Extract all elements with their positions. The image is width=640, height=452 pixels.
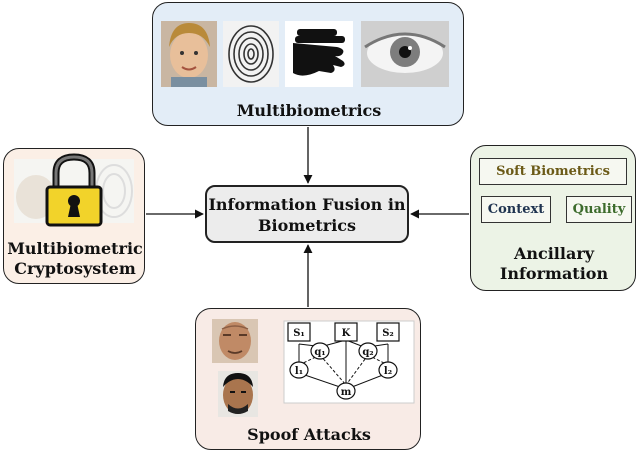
node-s1-label: S₁ — [293, 328, 305, 339]
node-l1 — [289, 361, 309, 379]
cryptosystem-box: Multibiometric Cryptosystem — [3, 148, 145, 284]
hand-image — [285, 21, 353, 87]
ancillary-label-line1: Ancillary — [513, 244, 595, 263]
graphical-model: S₁ K S₂ q₁ q₂ l₁ l₂ m — [283, 320, 415, 404]
fingerprint-image — [223, 21, 279, 87]
spoof-images: S₁ K S₂ q₁ q₂ l₁ l₂ m — [212, 319, 415, 417]
fusion-label-line1: Information Fusion in — [208, 195, 406, 214]
ancillary-label-line2: Information — [499, 264, 609, 283]
node-m — [336, 382, 356, 400]
quality-box: Quality — [566, 196, 632, 223]
node-k-label: K — [342, 328, 351, 339]
cryptosystem-label-line2: Cryptosystem — [14, 259, 136, 278]
node-m-label: m — [341, 387, 352, 398]
node-l2-label: l₂ — [384, 366, 392, 377]
node-s2-label: S₂ — [382, 328, 394, 339]
padlock-image — [14, 153, 134, 227]
context-box: Context — [481, 196, 551, 223]
ancillary-info-box: Soft Biometrics Context Quality Ancillar… — [470, 145, 636, 291]
spoof-attacks-box: S₁ K S₂ q₁ q₂ l₁ l₂ m Spoof Attacks — [195, 308, 421, 450]
node-q2 — [358, 342, 378, 360]
fusion-label-line2: Biometrics — [257, 216, 357, 235]
spoof-attacks-label: Spoof Attacks — [247, 425, 371, 444]
node-q1 — [310, 342, 330, 360]
soft-biometrics-box: Soft Biometrics — [479, 158, 627, 185]
biometric-images — [161, 21, 449, 87]
real-face-image — [218, 371, 258, 417]
node-s1 — [287, 322, 311, 342]
node-l1-label: l₁ — [295, 366, 303, 377]
node-l2 — [378, 361, 398, 379]
multibiometrics-label: Multibiometrics — [236, 101, 382, 120]
node-k — [334, 322, 358, 342]
cryptosystem-label-line1: Multibiometric — [7, 239, 143, 258]
mask-face-image — [212, 319, 258, 363]
face-image — [161, 21, 217, 87]
multibiometrics-box: Multibiometrics — [152, 2, 464, 126]
eye-image — [361, 21, 449, 87]
node-q2-label: q₂ — [362, 347, 373, 358]
node-s2 — [376, 322, 400, 342]
node-q1-label: q₁ — [314, 347, 325, 358]
information-fusion-box: Information Fusion in Biometrics — [205, 185, 409, 243]
